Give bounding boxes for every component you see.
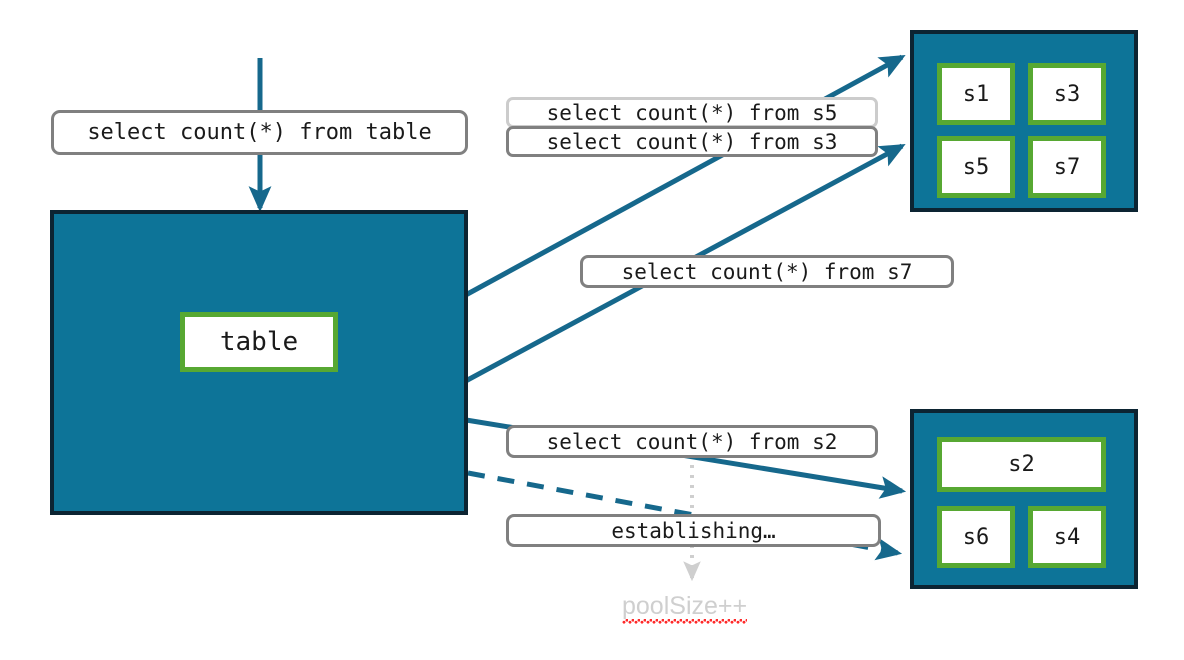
poolsize-annotation-text: poolSize++ [622,592,748,620]
poolsize-annotation: poolSize++ [622,592,748,624]
pool-slot-s5[interactable]: s5 [937,136,1015,198]
pool-slot-s4[interactable]: s4 [1028,506,1106,568]
pool-slot-s6[interactable]: s6 [937,506,1015,568]
label-establishing[interactable]: establishing… [506,514,881,547]
node-table[interactable]: table [180,312,338,372]
label-table-query-text: select count(*) from table [87,120,432,145]
label-query-s5[interactable]: select count(*) from s5 [506,97,878,128]
label-query-s3[interactable]: select count(*) from s3 [506,126,878,157]
label-establishing-text: establishing… [611,518,776,543]
pool-slot-s3-label: s3 [1053,81,1081,107]
table-container-box [50,210,468,515]
pool-slot-s2-label: s2 [1008,452,1035,477]
label-query-s7-text: select count(*) from s7 [621,259,913,284]
label-query-s2-text: select count(*) from s2 [546,429,838,454]
pool-slot-s2[interactable]: s2 [937,437,1106,492]
label-query-s2[interactable]: select count(*) from s2 [506,425,878,458]
pool-slot-s1[interactable]: s1 [937,63,1015,125]
pool-slot-s3[interactable]: s3 [1028,63,1106,125]
pool-slot-s7-label: s7 [1053,154,1081,180]
pool-slot-s1-label: s1 [962,81,990,107]
label-query-s3-text: select count(*) from s3 [546,129,838,154]
label-query-s5-text: select count(*) from s5 [546,100,838,125]
pool-slot-s5-label: s5 [962,154,990,180]
label-table-query[interactable]: select count(*) from table [51,110,468,155]
node-table-label: table [219,327,299,357]
pool-slot-s6-label: s6 [962,524,990,550]
pool-slot-s4-label: s4 [1053,524,1081,550]
label-query-s7[interactable]: select count(*) from s7 [580,255,954,288]
spellcheck-underline [622,619,748,624]
pool-slot-s7[interactable]: s7 [1028,136,1106,198]
